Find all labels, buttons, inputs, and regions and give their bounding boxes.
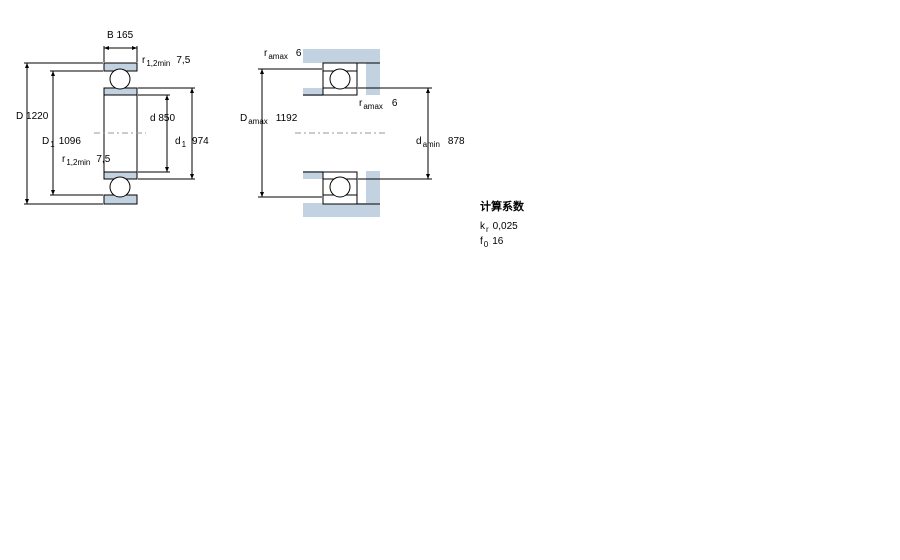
- dimension-arrows-left: [25, 46, 194, 204]
- label-B: B 165: [107, 30, 134, 41]
- label-D: D 1220: [16, 111, 49, 122]
- label-d: d 850: [150, 113, 175, 124]
- coefficients-title: 计算系数: [480, 199, 525, 213]
- bearing-section-left: [103, 62, 138, 205]
- bearing-section-right: [303, 62, 380, 205]
- dimension-arrows-right: [260, 69, 430, 197]
- dimension-lines-left: [24, 46, 195, 205]
- dimension-lines-right: [258, 68, 432, 198]
